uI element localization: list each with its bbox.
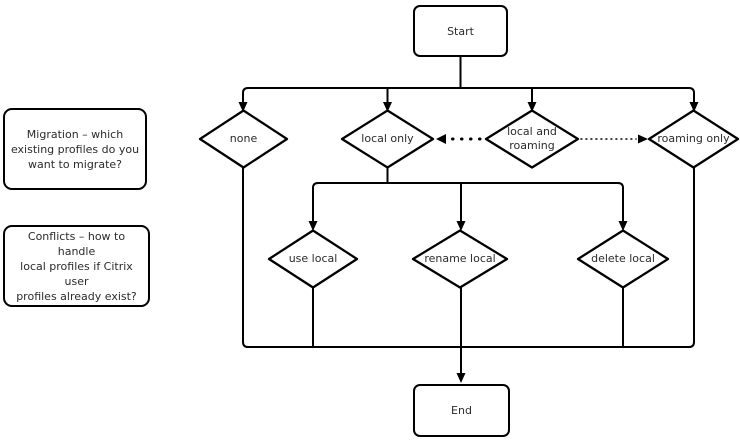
connector-none-down — [242, 167, 249, 348]
arrowhead-to-localroaming — [527, 102, 537, 112]
arrowhead-dotted-left — [436, 134, 446, 144]
arrowhead-to-end — [456, 373, 466, 383]
connector-branch2-rail — [312, 182, 624, 228]
arrowhead-to-roamingonly — [689, 102, 699, 112]
arrowhead-to-none — [238, 102, 248, 112]
diamond-use-local — [267, 229, 359, 289]
connector-branch1-rail — [242, 87, 695, 109]
node-start: Start — [413, 5, 508, 57]
annotation-conflicts-text: Conflicts – how to handle local profiles… — [16, 229, 137, 303]
arrowhead-dotted-right — [638, 134, 648, 144]
connector-roamingonly-down — [688, 167, 695, 348]
annotation-migration-text: Migration – which existing profiles do y… — [10, 127, 140, 171]
arrowhead-to-delete — [618, 221, 628, 231]
arrowhead-to-uselocal — [308, 221, 318, 231]
diamond-local-and-roaming — [484, 109, 580, 169]
diamond-rename-local — [411, 229, 509, 289]
diamond-delete-local — [576, 229, 670, 289]
arrowhead-to-rename — [456, 221, 466, 231]
node-end: End — [413, 384, 510, 437]
diamond-roaming-only — [647, 109, 740, 169]
annotation-migration: Migration – which existing profiles do y… — [3, 108, 147, 190]
node-end-label: End — [451, 404, 472, 417]
diamond-local-only — [340, 109, 435, 169]
arrowhead-to-localonly — [383, 102, 392, 112]
node-start-label: Start — [447, 24, 474, 38]
annotation-conflicts: Conflicts – how to handle local profiles… — [3, 225, 150, 307]
diamond-none — [198, 109, 289, 169]
